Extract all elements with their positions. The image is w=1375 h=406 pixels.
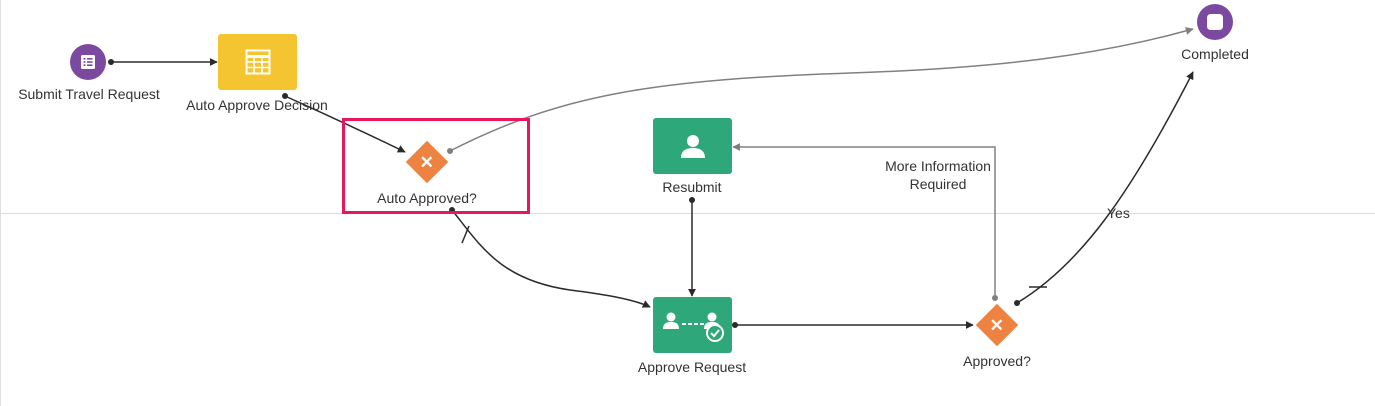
edge-start-dot — [282, 93, 288, 99]
edge-label-more-info-line2: Required — [909, 176, 967, 192]
default-flow-slash — [461, 225, 470, 244]
edge-auto-approved-to-completed[interactable] — [449, 27, 1194, 152]
edge-auto-approved-to-approve-request[interactable] — [451, 209, 651, 308]
edge-approved-to-completed[interactable] — [1016, 71, 1194, 304]
decision-task-auto-approve[interactable] — [218, 34, 297, 90]
form-icon — [81, 55, 95, 69]
start-event-submit[interactable] — [70, 44, 106, 80]
completed-label: Completed — [1181, 46, 1249, 62]
canvas-left-border — [0, 0, 1, 406]
auto-approved-label: Auto Approved? — [377, 190, 477, 206]
user-task-approve-request[interactable] — [653, 297, 732, 353]
edge-start-dot — [689, 197, 695, 203]
stop-icon — [1207, 14, 1223, 30]
edge-start-dot — [108, 59, 114, 65]
submit-label: Submit Travel Request — [18, 86, 160, 102]
approve-request-label: Approve Request — [637, 359, 747, 375]
edge-start-dot — [1014, 300, 1020, 306]
end-event-completed[interactable] — [1197, 4, 1233, 40]
edge-label-more-info-line1: More Information — [885, 158, 991, 174]
table-icon — [245, 49, 270, 75]
user-approval-icon — [662, 312, 724, 342]
edge-label-more-info: More Information Required — [876, 157, 1000, 193]
edge-decision-to-gateway[interactable] — [284, 95, 406, 153]
approved-label: Approved? — [963, 353, 1031, 369]
edge-approved-to-resubmit[interactable] — [732, 143, 996, 298]
auto-decision-label: Auto Approve Decision — [186, 97, 328, 113]
edge-start-dot — [992, 295, 998, 301]
edge-label-yes: Yes — [1107, 205, 1130, 221]
edge-start-dot — [732, 322, 738, 328]
user-task-resubmit[interactable] — [653, 118, 732, 174]
gateway-x-icon: ✕ — [419, 152, 435, 172]
user-icon — [680, 135, 705, 158]
resubmit-label: Resubmit — [662, 179, 722, 195]
selection-highlight — [342, 118, 530, 214]
edge-start-dot — [447, 148, 453, 154]
gateway-x-icon: ✕ — [989, 315, 1005, 335]
lane-divider — [0, 213, 1375, 214]
